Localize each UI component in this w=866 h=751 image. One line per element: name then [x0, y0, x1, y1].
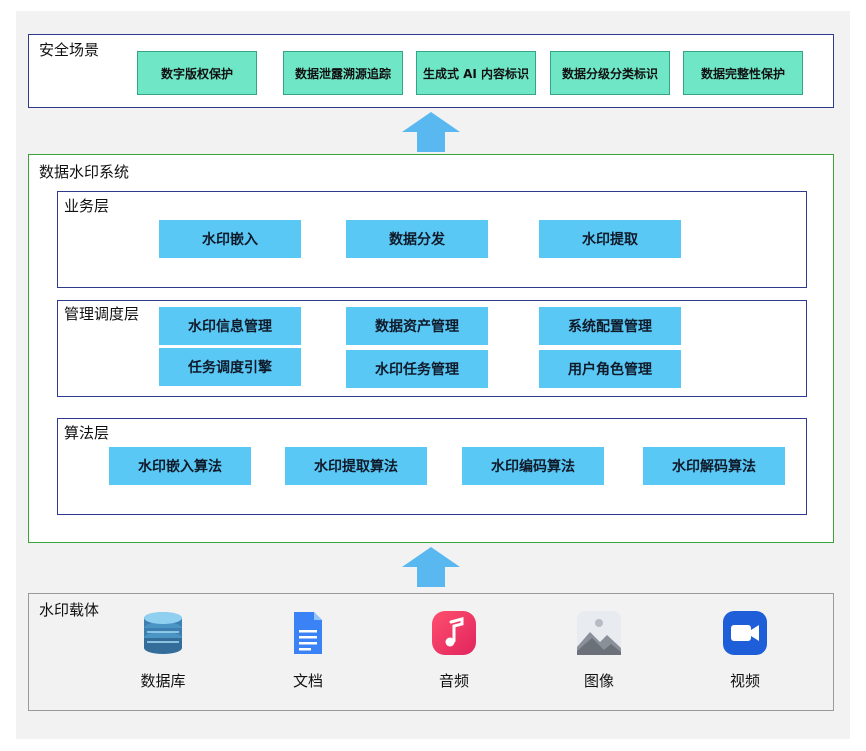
- business-layer-title: 业务层: [64, 197, 110, 215]
- algorithm-layer-title: 算法层: [64, 424, 110, 442]
- block-watermark-task-mgmt: 水印任务管理: [346, 350, 488, 388]
- block-system-config-mgmt: 系统配置管理: [539, 307, 681, 345]
- security-item-copyright: 数字版权保护: [137, 51, 257, 95]
- video-icon: [723, 611, 767, 655]
- security-item-classification-label: 数据分级分类标识: [550, 51, 670, 95]
- security-scenarios-panel: 安全场景 数字版权保护 数据泄露溯源追踪 生成式 AI 内容标识 数据分级分类标…: [28, 34, 834, 108]
- block-user-role-mgmt: 用户角色管理: [539, 350, 681, 388]
- algorithm-layer: 算法层 水印嵌入算法 水印提取算法 水印编码算法 水印解码算法: [57, 418, 807, 515]
- watermark-system-panel: 数据水印系统 业务层 水印嵌入 数据分发 水印提取 管理调度层 水印信息管理 数…: [28, 154, 834, 543]
- block-decode-algorithm: 水印解码算法: [643, 447, 785, 485]
- block-embed-algorithm: 水印嵌入算法: [109, 447, 251, 485]
- arrow-up-icon: [402, 112, 460, 152]
- block-data-distribution: 数据分发: [346, 220, 488, 258]
- carrier-audio: 音频: [414, 610, 494, 691]
- carrier-video: 视频: [705, 610, 785, 691]
- block-encode-algorithm: 水印编码算法: [462, 447, 604, 485]
- security-item-integrity: 数据完整性保护: [683, 51, 803, 95]
- block-task-scheduler: 任务调度引擎: [159, 348, 301, 386]
- watermark-carriers-title: 水印载体: [39, 601, 100, 619]
- carrier-image: 图像: [559, 610, 639, 691]
- management-layer-title: 管理调度层: [64, 305, 140, 323]
- image-icon: [577, 611, 621, 655]
- security-scenarios-title: 安全场景: [39, 41, 100, 59]
- carrier-document-label: 文档: [292, 672, 323, 690]
- business-layer: 业务层 水印嵌入 数据分发 水印提取: [57, 191, 807, 288]
- database-icon: [144, 612, 182, 654]
- carrier-image-label: 图像: [583, 672, 614, 690]
- block-watermark-embed: 水印嵌入: [159, 220, 301, 258]
- watermark-carriers-panel: 水印载体 数据库 文档: [28, 593, 834, 711]
- block-watermark-info-mgmt: 水印信息管理: [159, 307, 301, 345]
- watermark-system-title: 数据水印系统: [39, 163, 130, 181]
- carrier-database-label: 数据库: [140, 672, 186, 690]
- carrier-document: 文档: [268, 610, 348, 691]
- carrier-audio-label: 音频: [438, 672, 469, 690]
- document-icon: [294, 612, 322, 654]
- carrier-database: 数据库: [123, 610, 203, 691]
- music-icon: [432, 611, 476, 655]
- management-layer: 管理调度层 水印信息管理 数据资产管理 系统配置管理 任务调度引擎 水印任务管理…: [57, 300, 807, 397]
- carrier-video-label: 视频: [729, 672, 760, 690]
- block-data-asset-mgmt: 数据资产管理: [346, 307, 488, 345]
- arrow-up-icon: [402, 547, 460, 587]
- security-item-ai-content-label: 生成式 AI 内容标识: [416, 51, 536, 95]
- security-item-leak-tracing: 数据泄露溯源追踪: [283, 51, 403, 95]
- block-watermark-extract: 水印提取: [539, 220, 681, 258]
- block-extract-algorithm: 水印提取算法: [285, 447, 427, 485]
